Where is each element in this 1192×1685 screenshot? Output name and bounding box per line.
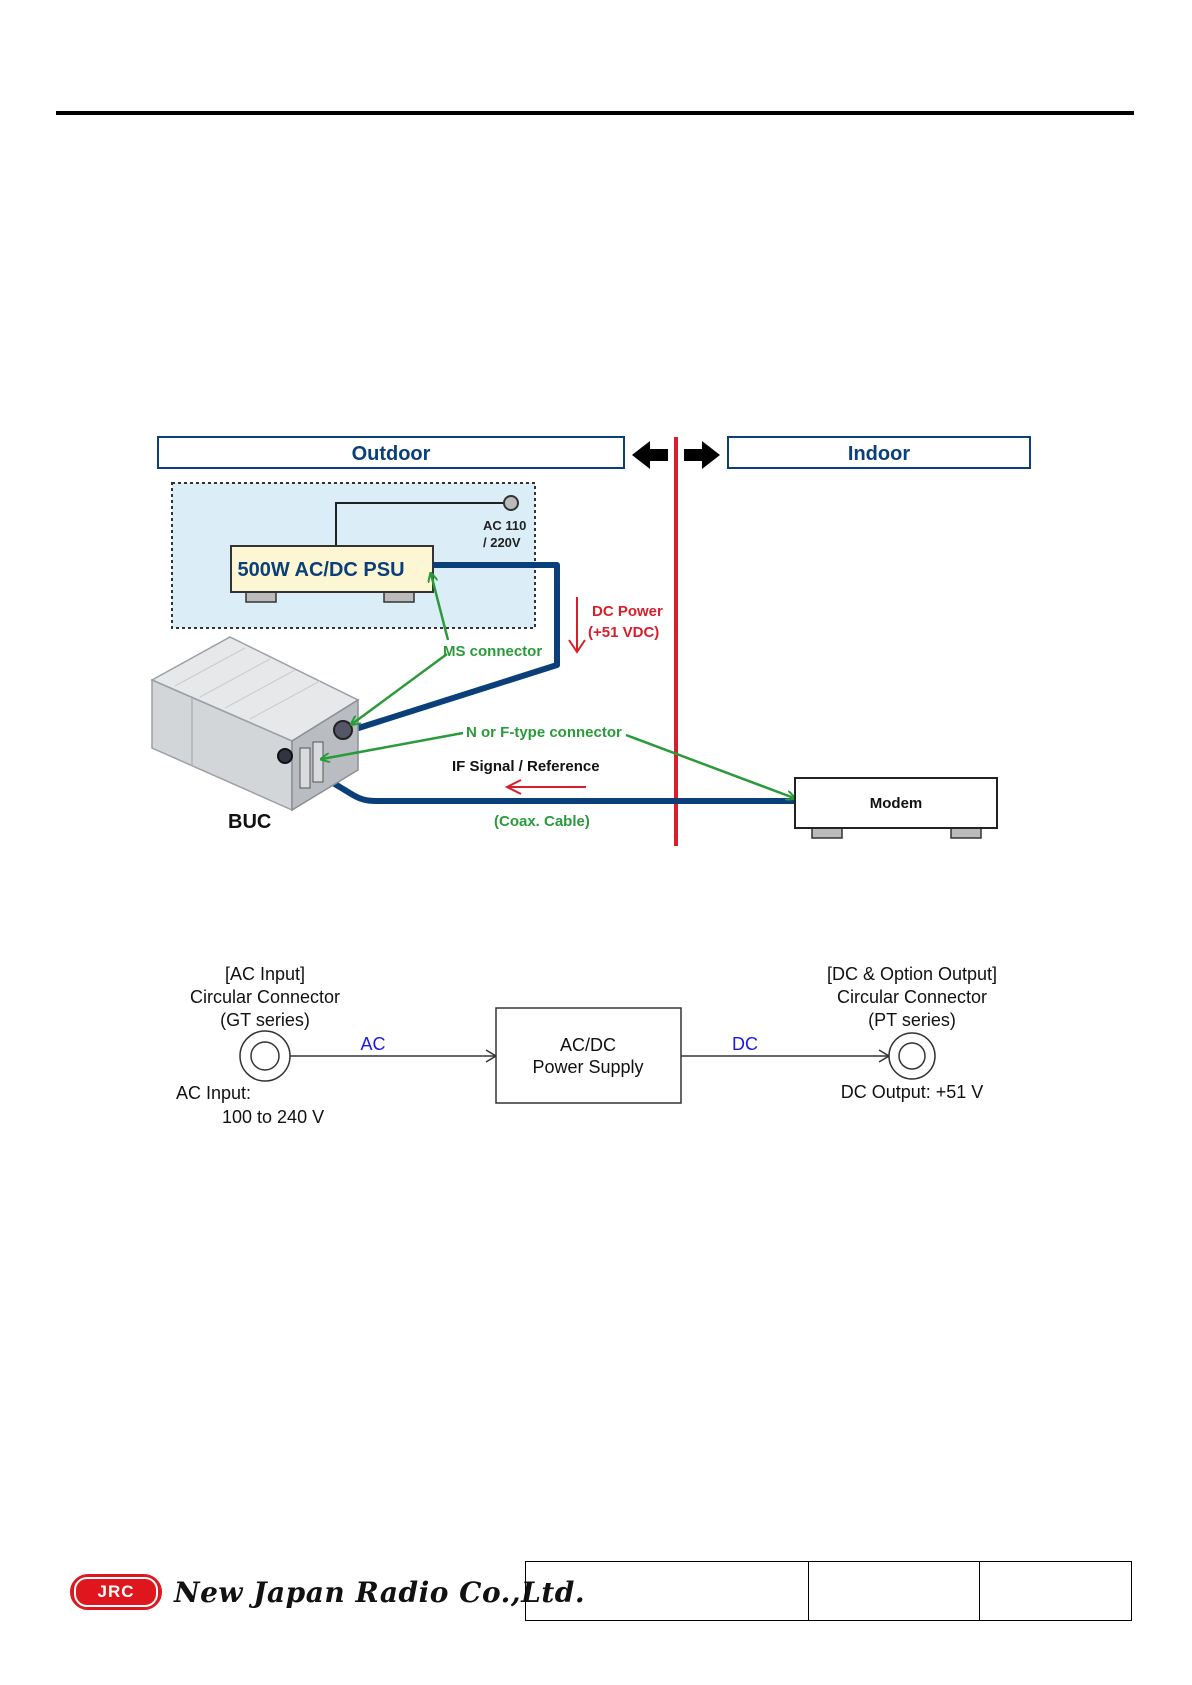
ms-connector-label: MS connector: [443, 643, 542, 660]
footer-cell-page: [980, 1562, 1131, 1620]
if-signal-arrowhead-icon: [504, 779, 522, 795]
psu-block-line-2: Power Supply: [532, 1057, 643, 1077]
n-to-modem-arrow: [625, 733, 794, 798]
footer-cell-revision: [809, 1562, 980, 1620]
jrc-badge-text: JRC: [74, 1577, 158, 1607]
buc-label: BUC: [228, 811, 271, 833]
dc-output-title-3: (PT series): [868, 1010, 956, 1030]
ac-voltage-label-2: / 220V: [483, 535, 521, 550]
company-logo: JRC New Japan Radio Co.,Ltd.: [70, 1574, 585, 1610]
coax-cable: [285, 752, 795, 804]
dc-output-value: DC Output: +51 V: [841, 1082, 984, 1102]
top-rule: [56, 111, 1134, 115]
dc-output-title-2: Circular Connector: [837, 987, 987, 1007]
modem-unit: Modem: [794, 777, 998, 839]
footer-cell-document: [526, 1562, 809, 1620]
ac-voltage-label-1: AC 110: [483, 518, 526, 533]
dc-power-label-1: DC Power: [592, 603, 663, 620]
ms-to-psu-arrow: [431, 574, 450, 641]
indoor-header: Indoor: [727, 436, 1031, 469]
system-connection-diagram: Outdoor Indoor AC 110 / 220V 500W AC/DC …: [150, 436, 1031, 846]
right-arrow-icon: [684, 441, 720, 469]
dc-line-label: DC: [732, 1034, 758, 1054]
buc-ms-port-icon: [333, 720, 353, 740]
psu-label: 500W AC/DC PSU: [237, 559, 404, 581]
n-to-buc-arrow: [322, 731, 464, 759]
dc-power-label-2: (+51 VDC): [588, 624, 659, 641]
ac-input-connector-icon: [239, 1030, 291, 1082]
footer-info-table: [525, 1561, 1132, 1621]
indoor-label: Indoor: [848, 443, 910, 465]
ac-line-label: AC: [360, 1034, 385, 1054]
ac-input-value-1: AC Input:: [176, 1083, 251, 1103]
buc-if-port-icon: [277, 748, 293, 764]
buc-unit: [150, 636, 360, 812]
dc-power-arrowhead-icon: [568, 639, 586, 654]
psu-block-line-1: AC/DC: [560, 1035, 616, 1055]
if-signal-label: IF Signal / Reference: [452, 758, 600, 775]
company-name: New Japan Radio Co.,Ltd.: [174, 1575, 586, 1609]
outdoor-header: Outdoor: [157, 436, 625, 469]
dc-power-cable: [345, 562, 560, 735]
jrc-badge: JRC: [70, 1574, 162, 1610]
dc-output-title-1: [DC & Option Output]: [827, 964, 997, 984]
ac-dc-power-supply-block: AC/DC Power Supply: [495, 1007, 682, 1104]
ac-input-title-2: Circular Connector: [190, 987, 340, 1007]
psu-unit: 500W AC/DC PSU: [230, 545, 434, 603]
left-arrow-icon: [632, 441, 668, 469]
ac-supply-line: [335, 502, 504, 546]
dc-output-connector-icon: [888, 1032, 936, 1080]
ac-input-value-2: 100 to 240 V: [222, 1107, 324, 1127]
ac-input-title-3: (GT series): [220, 1010, 310, 1030]
ac-terminal-icon: [503, 495, 519, 511]
modem-label: Modem: [870, 795, 923, 812]
coax-label: (Coax. Cable): [494, 813, 590, 830]
n-connector-label: N or F-type connector: [466, 724, 622, 741]
ac-input-title-1: [AC Input]: [225, 964, 305, 984]
outdoor-label: Outdoor: [352, 443, 431, 465]
psu-block-diagram: [AC Input] Circular Connector (GT series…: [176, 964, 997, 1127]
ms-to-buc-arrow: [352, 652, 448, 724]
